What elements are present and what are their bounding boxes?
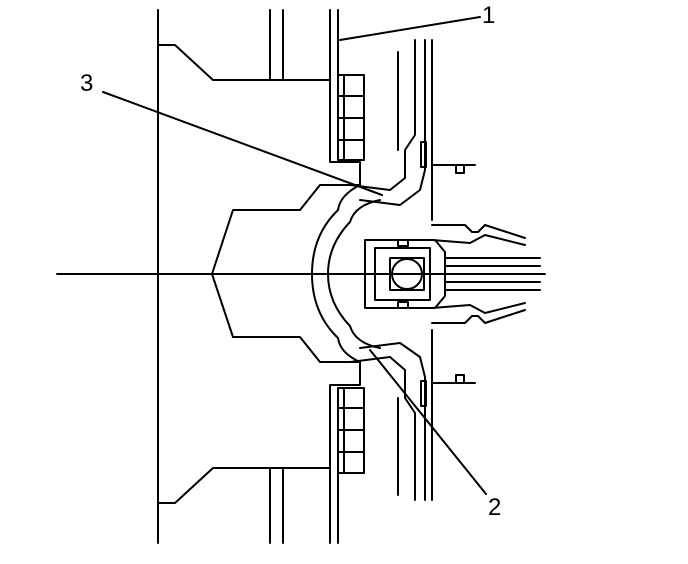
callout-label-1: 1 — [482, 2, 496, 29]
retainer-lower — [349, 356, 416, 501]
center-cap-shell-outer — [311, 184, 361, 363]
hub-upper-profile — [157, 44, 361, 275]
retainer-upper — [349, 39, 416, 191]
center-cap-shell-inner — [327, 199, 381, 349]
axle-housing-lower — [431, 309, 526, 324]
callout-label-2: 2 — [488, 494, 502, 521]
axle-housing-upper-2 — [431, 234, 526, 246]
upper-clip — [420, 141, 476, 174]
lower-lug-nut — [337, 387, 365, 474]
leader-line-3 — [102, 91, 383, 196]
leader-line-2 — [369, 349, 487, 495]
axle-housing-upper — [431, 224, 526, 239]
retainer-upper-inner — [359, 39, 426, 206]
hub-lower-profile — [157, 273, 361, 504]
leader-line-1 — [339, 16, 481, 41]
axle-shaft — [444, 257, 541, 291]
callout-label-3: 3 — [80, 70, 94, 97]
lower-clip — [420, 374, 476, 407]
upper-lug-nut — [337, 74, 365, 161]
axle-housing-lower-2 — [431, 302, 526, 314]
